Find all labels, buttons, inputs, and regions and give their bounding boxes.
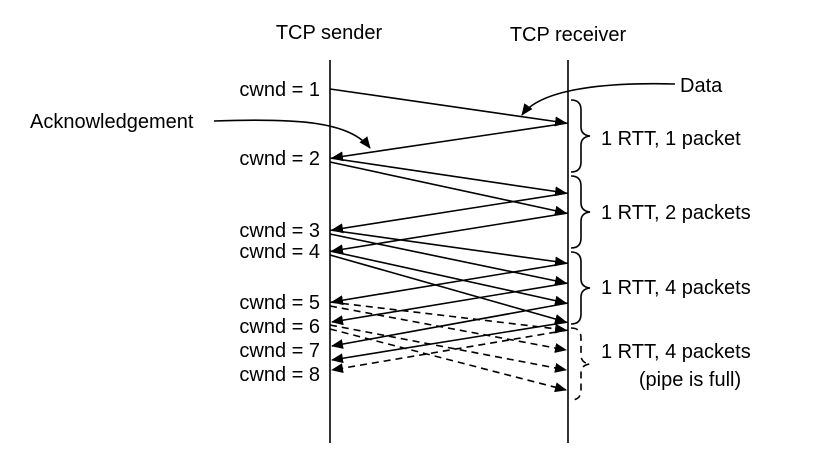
data-packet-arrow: [329, 229, 567, 267]
ack-arrow: [331, 302, 569, 349]
ack-arrow: [331, 192, 569, 234]
receiver-header: TCP receiver: [510, 24, 627, 46]
rtt-label: 1 RTT, 2 packets: [601, 202, 751, 224]
rtt-label: 1 RTT, 4 packets: [601, 341, 751, 363]
ack-packets-dashed: [331, 329, 569, 374]
data-packet-arrow: [329, 301, 567, 334]
ack-arrow: [331, 122, 569, 162]
ack-arrow: [331, 329, 569, 374]
data-packet-arrow: [329, 328, 567, 393]
ack-arrow: [331, 262, 569, 306]
cwnd-label: cwnd = 5: [239, 292, 320, 314]
cwnd-label: cwnd = 6: [239, 316, 320, 338]
cwnd-label: cwnd = 7: [239, 340, 320, 362]
data-packets: [329, 88, 567, 324]
rtt-brace: [570, 327, 591, 401]
data-pointer: [521, 82, 676, 116]
data-packet-arrow: [329, 161, 567, 216]
cwnd-label: cwnd = 1: [239, 79, 320, 101]
acknowledgement-annotation: Acknowledgement: [30, 111, 194, 133]
data-packet-arrow: [329, 305, 567, 353]
acknowledgement-pointer: [213, 119, 371, 149]
sender-header: TCP sender: [276, 22, 383, 44]
data-packet-arrow: [329, 250, 567, 306]
cwnd-label: cwnd = 8: [239, 364, 320, 386]
data-packet-arrow: [329, 324, 567, 373]
data-packet-arrow: [329, 88, 567, 127]
rtt-brace: [570, 99, 591, 173]
ack-arrow: [331, 321, 569, 364]
cwnd-labels: cwnd = 1 cwnd = 2 cwnd = 3 cwnd = 4 cwnd…: [239, 79, 320, 386]
rtt-note: (pipe is full): [639, 369, 741, 391]
rtt-label: 1 RTT, 1 packet: [601, 128, 741, 150]
ack-arrow: [331, 282, 569, 326]
rtt-brace: [570, 175, 591, 249]
rtt-brace: [570, 251, 591, 325]
rtt-labels: 1 RTT, 1 packet 1 RTT, 2 packets 1 RTT, …: [601, 128, 751, 391]
cwnd-label: cwnd = 4: [239, 241, 320, 263]
data-packet-arrow: [329, 233, 567, 286]
data-packets-dashed: [329, 301, 567, 393]
ack-arrow: [331, 212, 569, 255]
data-packet-arrow: [329, 157, 567, 197]
cwnd-label: cwnd = 3: [239, 220, 320, 242]
rtt-label: 1 RTT, 4 packets: [601, 277, 751, 299]
data-annotation: Data: [680, 75, 723, 97]
cwnd-label: cwnd = 2: [239, 148, 320, 170]
rtt-braces: [570, 99, 591, 401]
ack-packets: [331, 122, 569, 364]
